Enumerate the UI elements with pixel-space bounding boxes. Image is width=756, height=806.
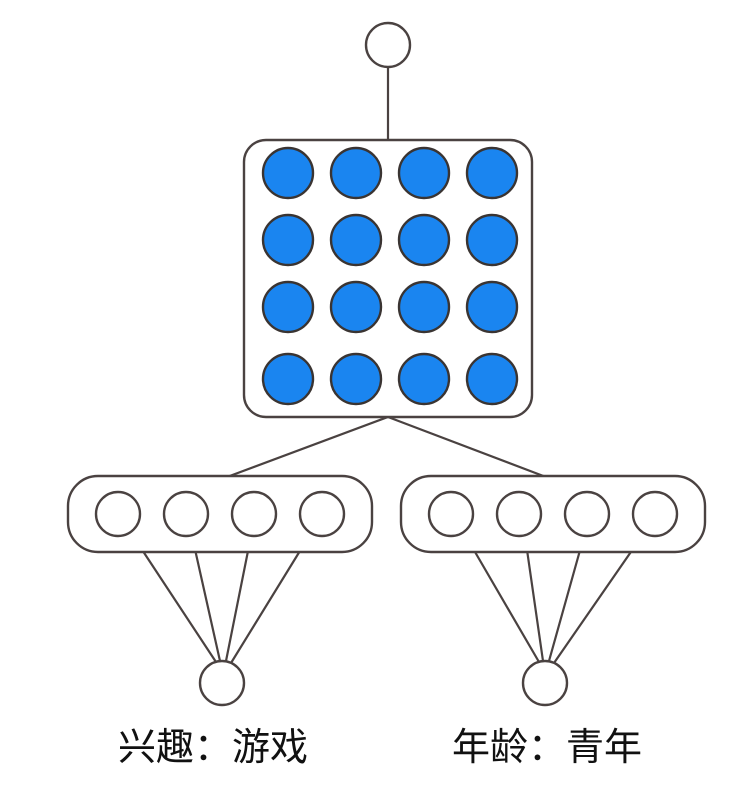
embedding-cell-r2c4[interactable] xyxy=(465,213,519,267)
embedding-cell-r3c4[interactable] xyxy=(465,280,519,334)
feature-group-interest-node-1[interactable] xyxy=(94,490,142,538)
embedding-cell-r2c1[interactable] xyxy=(261,213,315,267)
edge-left-node-1-to-input xyxy=(129,531,218,664)
feature-group-interest-node-2[interactable] xyxy=(162,490,210,538)
embedding-cell-r2c2[interactable] xyxy=(329,213,383,267)
embedding-cell-r1c1[interactable] xyxy=(261,146,315,200)
output-node[interactable] xyxy=(364,21,412,69)
edge-embedding-to-group-left xyxy=(225,415,390,479)
embedding-cell-r1c2[interactable] xyxy=(329,146,383,200)
edge-right-node-2-to-input xyxy=(523,534,545,663)
embedding-cell-r3c2[interactable] xyxy=(329,280,383,334)
input-node-age[interactable] xyxy=(521,659,569,707)
edge-right-node-1-to-input xyxy=(462,531,541,664)
feature-group-interest-node-3[interactable] xyxy=(230,490,278,538)
feature-group-age-node-4[interactable] xyxy=(631,490,679,538)
embedding-cell-r4c1[interactable] xyxy=(261,352,315,406)
edge-right-node-3-to-input xyxy=(547,534,586,663)
edge-left-node-4-to-input xyxy=(229,531,313,665)
embedding-cell-r3c1[interactable] xyxy=(261,280,315,334)
embedding-cell-r3c3[interactable] xyxy=(397,280,451,334)
edge-left-node-2-to-input xyxy=(190,534,222,663)
embedding-matrix-box[interactable] xyxy=(242,138,534,419)
feature-group-age-node-3[interactable] xyxy=(563,490,611,538)
feature-group-interest-box[interactable] xyxy=(66,474,374,554)
embedding-cell-r4c3[interactable] xyxy=(397,352,451,406)
edge-right-node-4-to-input xyxy=(552,531,646,665)
edge-left-node-3-to-input xyxy=(224,534,253,663)
edge-embedding-to-group-right xyxy=(386,415,548,479)
feature-label-age: 年龄：青年 xyxy=(452,725,643,769)
embedding-cell-r4c2[interactable] xyxy=(329,352,383,406)
embedding-cell-r1c3[interactable] xyxy=(397,146,451,200)
feature-group-interest-node-4[interactable] xyxy=(298,490,346,538)
embedding-cell-r1c4[interactable] xyxy=(465,146,519,200)
embedding-cell-r4c4[interactable] xyxy=(465,352,519,406)
feature-group-age-node-2[interactable] xyxy=(495,490,543,538)
feature-label-interest: 兴趣：游戏 xyxy=(118,725,309,769)
input-node-interest[interactable] xyxy=(198,659,246,707)
feature-group-age-box[interactable] xyxy=(399,474,707,554)
embedding-cell-r2c3[interactable] xyxy=(397,213,451,267)
feature-group-age-node-1[interactable] xyxy=(427,490,475,538)
